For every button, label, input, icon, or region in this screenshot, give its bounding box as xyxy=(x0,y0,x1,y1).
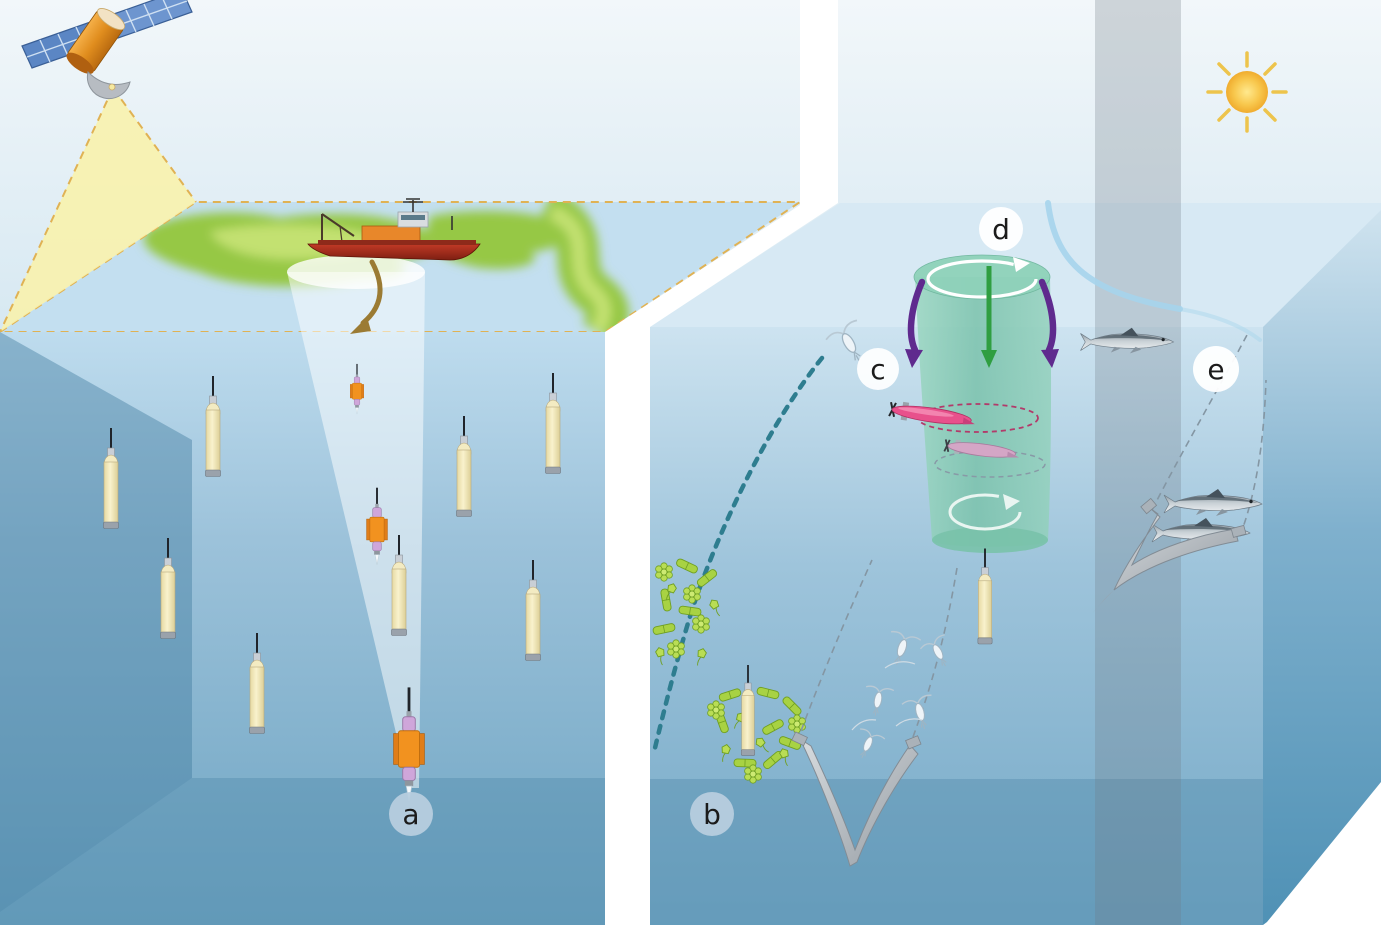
sun-icon xyxy=(1206,51,1288,133)
research-vessel xyxy=(307,198,481,261)
beam-dashed-right xyxy=(912,567,958,738)
label-e: e xyxy=(1193,346,1239,392)
dish-feed xyxy=(108,83,116,91)
deployment-arrow xyxy=(350,259,383,334)
water-column-left xyxy=(0,332,605,925)
eddy-cylinder xyxy=(888,254,1059,553)
label-c: c xyxy=(857,348,899,390)
rotation-arrow-bottom xyxy=(948,493,1022,531)
right-side-wall xyxy=(1263,210,1381,925)
ship-sampling-cone xyxy=(287,255,425,788)
panel-bcde-processes: b c d e xyxy=(650,0,1381,925)
downwelling-arrow-left xyxy=(905,278,926,368)
surface-current-arc xyxy=(1045,200,1262,342)
label-e-text: e xyxy=(1207,353,1224,386)
core-downward-arrow xyxy=(981,266,997,368)
label-a: a xyxy=(389,792,433,836)
satellite-icon xyxy=(21,0,193,100)
night-band xyxy=(1095,0,1181,925)
panel-divider-gap xyxy=(605,0,838,925)
beam-dashed-right xyxy=(1239,379,1267,537)
sea-floor-shading xyxy=(0,778,605,925)
satellite-body xyxy=(66,8,126,74)
wing-glider xyxy=(1092,497,1247,614)
auv-torpedo-pink xyxy=(888,401,975,425)
left-wall-shading xyxy=(0,332,192,912)
satellite-beam xyxy=(0,87,197,333)
label-a-text: a xyxy=(402,798,419,831)
zooplankton-glider-sampling xyxy=(791,559,959,867)
label-d-text: d xyxy=(992,213,1010,246)
rotation-arrow-top xyxy=(926,257,1038,299)
panel-a-float-array: a xyxy=(0,0,804,925)
satellite-dish xyxy=(86,71,131,100)
downwelling-arrow-right xyxy=(1038,278,1059,368)
zooplankton-swarm xyxy=(849,629,959,764)
label-b-text: b xyxy=(703,798,721,831)
sea-floor-shading-right xyxy=(650,779,1263,925)
label-d: d xyxy=(979,207,1023,251)
label-c-text: c xyxy=(870,353,885,386)
label-b: b xyxy=(690,792,734,836)
beam-dashed-left xyxy=(800,559,873,732)
auv-torpedo-mauve xyxy=(943,439,1020,458)
corner-cut xyxy=(1265,783,1381,925)
